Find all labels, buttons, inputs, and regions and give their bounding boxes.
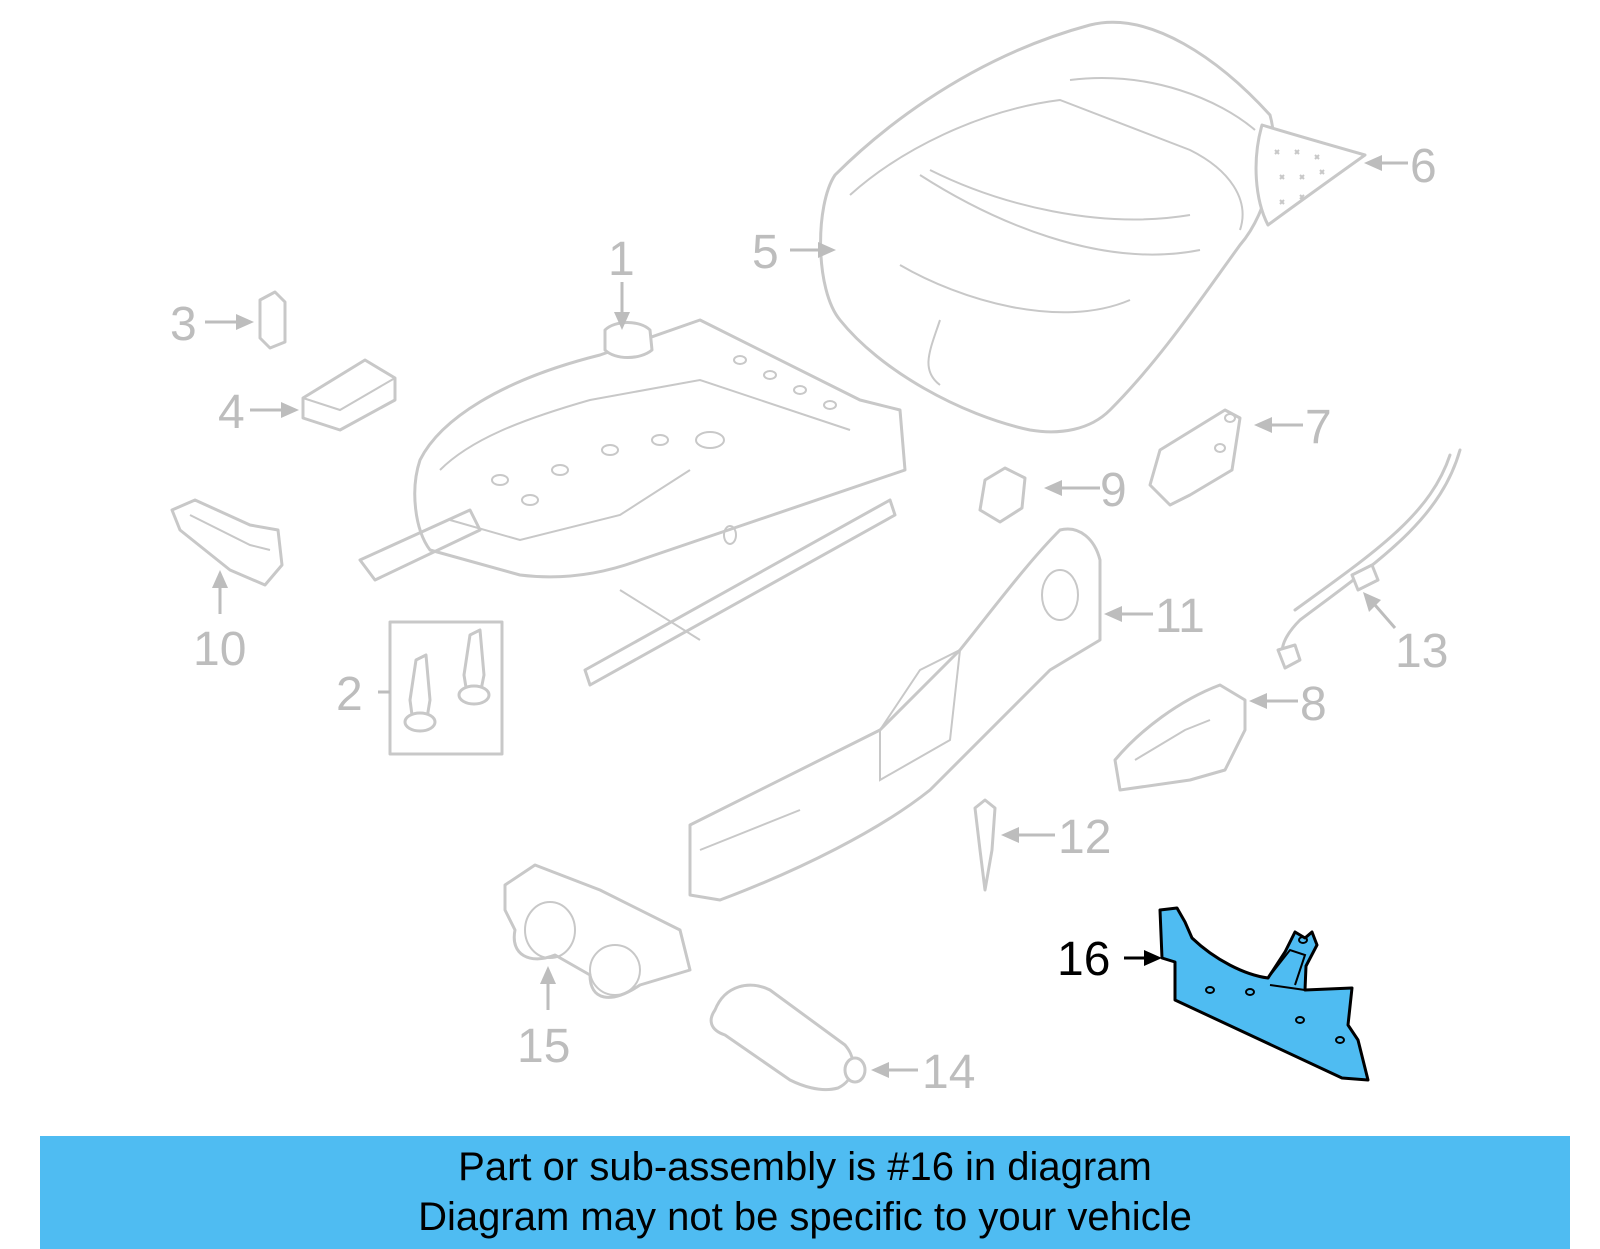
info-banner: Part or sub-assembly is #16 in diagram D… — [40, 1136, 1570, 1249]
callout-2[interactable]: 2 — [336, 668, 363, 721]
part-15-clip-assembly[interactable] — [503, 863, 692, 999]
callout-5[interactable]: 5 — [752, 226, 779, 279]
part-2-bolts[interactable] — [388, 620, 504, 756]
callout-16[interactable]: 16 — [1057, 933, 1110, 986]
part-13-cable[interactable] — [1276, 448, 1462, 670]
part-11-side-shield[interactable] — [688, 527, 1102, 902]
banner-line-2: Diagram may not be specific to your vehi… — [418, 1195, 1192, 1239]
callout-7[interactable]: 7 — [1305, 401, 1332, 454]
callout-12[interactable]: 12 — [1058, 811, 1111, 864]
part-5-seat-cushion[interactable] — [819, 20, 1276, 434]
part-9-clip[interactable] — [978, 466, 1027, 524]
callout-arrows — [205, 155, 1408, 1078]
part-16-bracket-highlighted[interactable] — [1158, 906, 1370, 1082]
part-1-seat-frame[interactable] — [358, 318, 907, 687]
callout-9[interactable]: 9 — [1100, 464, 1127, 517]
callout-6[interactable]: 6 — [1410, 140, 1437, 193]
part-4-bracket[interactable] — [301, 358, 397, 432]
callout-labels: 1 2 3 4 5 6 7 8 9 10 11 12 13 14 15 16 — [170, 140, 1448, 1099]
part-6-mesh-panel[interactable] — [1254, 123, 1367, 227]
part-7-bracket[interactable] — [1148, 408, 1242, 507]
callout-10[interactable]: 10 — [193, 623, 246, 676]
callout-11[interactable]: 11 — [1155, 590, 1205, 643]
callout-13[interactable]: 13 — [1395, 625, 1448, 678]
callout-4[interactable]: 4 — [218, 386, 245, 439]
part-10-handle[interactable] — [170, 498, 284, 587]
banner-line-1: Part or sub-assembly is #16 in diagram — [458, 1145, 1152, 1189]
callout-1[interactable]: 1 — [608, 233, 635, 286]
part-12-push-pin[interactable] — [973, 798, 997, 892]
callout-15[interactable]: 15 — [517, 1020, 570, 1073]
part-14-cylinder[interactable] — [709, 983, 867, 1092]
callout-8[interactable]: 8 — [1300, 678, 1327, 731]
callout-14[interactable]: 14 — [922, 1046, 975, 1099]
part-8-trim[interactable] — [1113, 683, 1247, 792]
callout-3[interactable]: 3 — [170, 298, 197, 351]
part-3-clip[interactable] — [258, 290, 287, 350]
